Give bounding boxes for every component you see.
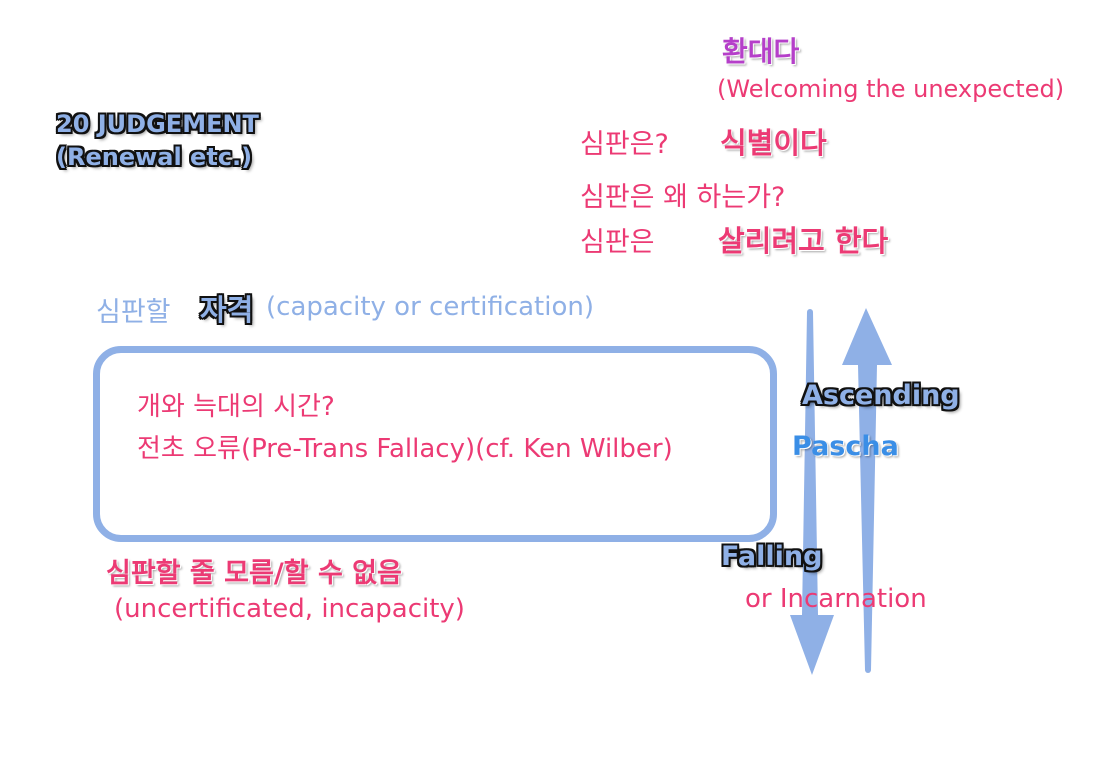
title-subtitle: (Renewal etc.) <box>56 143 253 171</box>
capacity-keyword: 자격 <box>200 293 254 327</box>
title-judgement: 20 JUDGEMENT <box>56 110 259 138</box>
box-line-1: 개와 늑대의 시간? <box>137 392 335 422</box>
incapacity-heading: 심판할 줄 모름/할 수 없음 <box>106 558 402 589</box>
falling-arrow-icon <box>790 309 834 675</box>
welcoming-text: (Welcoming the unexpected) <box>717 75 1065 103</box>
question-3-answer: 살리려고 한다 <box>718 224 889 258</box>
pascha-label: Pascha <box>792 431 899 462</box>
question-2: 심판은 왜 하는가? <box>580 182 786 213</box>
incapacity-subtitle: (uncertificated, incapacity) <box>114 594 465 624</box>
question-1-answer: 식별이다 <box>720 126 827 160</box>
rounded-box <box>93 346 777 542</box>
incarnation-label: or Incarnation <box>745 584 927 614</box>
question-1-label: 심판은? <box>580 129 669 160</box>
capacity-prefix: 심판할 <box>96 297 171 328</box>
box-line-2: 전초 오류(Pre-Trans Fallacy)(cf. Ken Wilber) <box>137 434 673 464</box>
hwandaeda-heading: 환대다 <box>722 35 800 68</box>
falling-label: Falling <box>721 541 823 572</box>
capacity-suffix: (capacity or certification) <box>266 292 594 322</box>
ascending-arrow-icon <box>842 308 892 673</box>
question-3-label: 심판은 <box>580 227 655 258</box>
ascending-label: Ascending <box>802 380 960 411</box>
